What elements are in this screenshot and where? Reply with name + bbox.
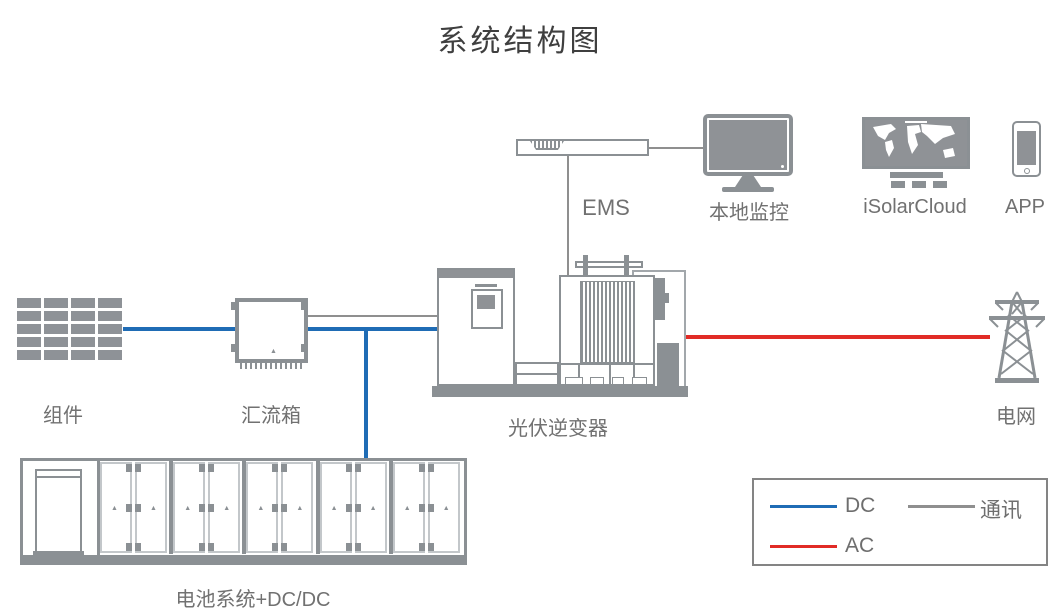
app-icon	[1012, 121, 1041, 177]
ems-label: EMS	[582, 195, 630, 220]
battery-bay: ▲▲	[171, 461, 242, 556]
combiner-box-icon: ▲	[235, 298, 308, 363]
battery-system-label: 电池系统+DC/DC	[175, 589, 331, 611]
isolarcloud-label: iSolarCloud	[863, 196, 967, 218]
battery-bay: ▲▲	[391, 461, 462, 556]
battery-bay: ▲▲	[244, 461, 315, 556]
isolarcloud-icon	[862, 117, 970, 169]
legend-ac-label: AC	[845, 534, 875, 557]
transformer-fins	[580, 281, 634, 363]
legend-dc-swatch	[770, 505, 837, 508]
ac-line-inverter-to-grid	[684, 335, 990, 339]
ems-icon	[516, 139, 649, 156]
local-monitor-icon	[703, 114, 793, 176]
pv-modules-label: 组件	[43, 405, 83, 427]
combiner-vents	[240, 363, 304, 369]
pv-modules-icon	[17, 298, 123, 360]
legend-dc-label: DC	[845, 494, 876, 517]
legend-comm-label: 通讯	[980, 499, 1022, 522]
page-title: 系统结构图	[437, 25, 603, 58]
battery-bays: ▲▲▲▲▲▲▲▲▲▲	[98, 461, 464, 556]
comm-line-ems-to-monitor	[648, 147, 703, 149]
transformer	[559, 275, 655, 386]
grid-tower-icon	[989, 291, 1045, 383]
local-monitor-label: 本地监控	[709, 202, 789, 224]
legend: DC 通讯 AC	[752, 478, 1048, 566]
app-label: APP	[1004, 196, 1046, 218]
dc-line-battery-branch	[364, 330, 368, 459]
warning-triangle-icon: ▲	[270, 348, 277, 355]
legend-comm-swatch	[908, 505, 975, 508]
grid-label: 电网	[996, 406, 1036, 428]
comm-line-ems-to-inverter	[567, 155, 569, 276]
battery-bay: ▲▲	[318, 461, 389, 556]
world-map	[873, 124, 955, 158]
battery-door	[35, 469, 82, 553]
legend-ac-swatch	[770, 545, 837, 548]
comm-line-combiner-to-inverter	[308, 315, 437, 317]
inverter-display	[471, 289, 503, 329]
battery-bay: ▲▲	[98, 461, 169, 556]
combiner-box-label: 汇流箱	[241, 405, 301, 427]
pv-inverter-label: 光伏逆变器	[508, 418, 608, 440]
